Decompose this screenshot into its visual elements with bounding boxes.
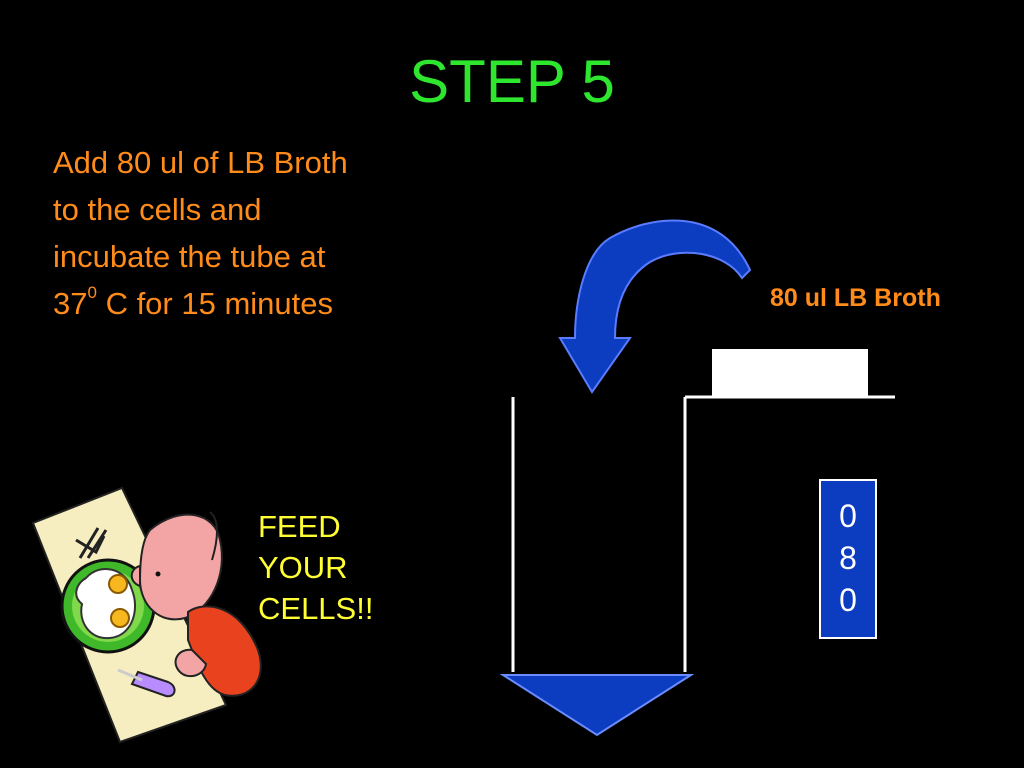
degree-superscript: 0: [87, 283, 97, 302]
slide-title: STEP 5: [409, 48, 615, 115]
instruction-line-2: to the cells and: [53, 192, 262, 227]
instruction-line-1: Add 80 ul of LB Broth: [53, 145, 348, 180]
curved-arrow-icon: [558, 219, 752, 394]
feed-line-3: CELLS!!: [258, 591, 374, 626]
feed-your-cells-text: FEED YOUR CELLS!!: [258, 506, 458, 629]
tube-label-digit: 0: [839, 582, 857, 618]
cap-icon: [712, 349, 868, 396]
instruction-text: Add 80 ul of LB Broth to the cells and i…: [53, 139, 453, 327]
tube-label-box: 0 8 0: [819, 479, 877, 639]
tube-label-digit: 8: [839, 540, 857, 576]
broth-label: 80 ul LB Broth: [770, 284, 941, 312]
temperature-value: 37: [53, 286, 88, 321]
down-arrow-icon: [499, 674, 695, 737]
eating-clipart-icon: [31, 486, 262, 744]
test-tube-icon: [511, 395, 895, 672]
tube-label-digit: 0: [839, 498, 857, 534]
instruction-line-4: 370 C for 15 minutes: [53, 280, 453, 327]
temperature-suffix: C for 15 minutes: [96, 286, 333, 321]
feed-line-2: YOUR: [258, 550, 348, 585]
instruction-line-3: incubate the tube at: [53, 239, 326, 274]
feed-line-1: FEED: [258, 509, 341, 544]
